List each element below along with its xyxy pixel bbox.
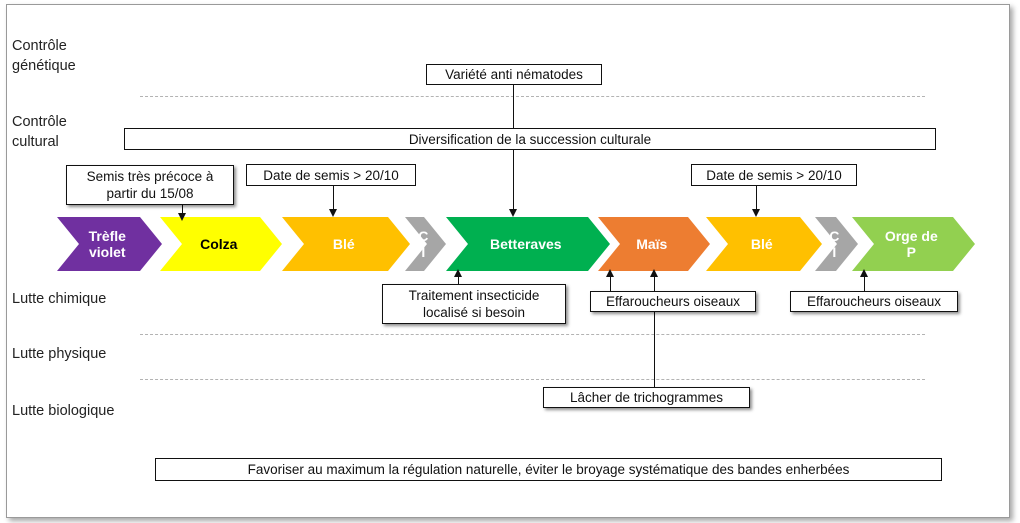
connector-date-semis-ble2 <box>756 186 757 211</box>
chevron-ci-1 <box>405 217 446 271</box>
crop-label-ble-2: Blé <box>750 236 773 252</box>
crop-label-ble-1: Blé <box>332 236 355 252</box>
arrow-down-ble2 <box>752 209 760 217</box>
box-lacher-trichogrammes: Lâcher de trichogrammes <box>543 387 750 408</box>
category-controle-genetique: Contrôle génétique <box>12 38 76 74</box>
chevron-orge-de-p <box>852 217 975 271</box>
arrow-up-betteraves-edge <box>606 269 614 277</box>
chevron-mais <box>598 217 710 271</box>
connector-trichogrammes <box>654 310 655 388</box>
arrow-up-ci <box>454 269 462 277</box>
crop-label-trefle-violet: Trèfle violet <box>88 228 126 260</box>
connector-date-semis-ble1 <box>333 186 334 211</box>
box-effaroucheurs-2: Effaroucheurs oiseaux <box>790 291 958 312</box>
box-effaroucheurs-1: Effaroucheurs oiseaux <box>590 291 756 312</box>
arrow-up-mais <box>650 269 658 277</box>
box-date-semis-2: Date de semis > 20/10 <box>691 164 857 186</box>
box-semis-precoce: Semis très précoce à partir du 15/08 <box>66 165 234 205</box>
connector-effaroucheurs-orge <box>864 276 865 292</box>
crop-label-mais: Maïs <box>636 236 668 252</box>
arrow-down-betteraves <box>509 209 517 217</box>
box-traitement-insecticide: Traitement insecticide localisé si besoi… <box>382 284 566 324</box>
separator-genetique-cultural <box>140 96 925 97</box>
connector-traitement-ci <box>458 276 459 285</box>
category-lutte-chimique: Lutte chimique <box>12 291 107 307</box>
crop-label-ci-2: C I <box>829 228 840 260</box>
crop-label-ci-1: C I <box>418 228 429 260</box>
category-lutte-biologique: Lutte biologique <box>12 403 115 419</box>
chevron-ci-2 <box>815 217 858 271</box>
box-date-semis-1: Date de semis > 20/10 <box>246 164 416 186</box>
connector-effaroucheurs-betteraves <box>610 276 611 292</box>
box-favoriser-regulation: Favoriser au maximum la régulation natur… <box>155 458 942 481</box>
box-variete-anti-nematodes: Variété anti nématodes <box>426 64 602 85</box>
crop-label-betteraves: Betteraves <box>489 236 562 252</box>
connector-semis-colza <box>182 204 183 215</box>
arrow-down-colza <box>178 213 186 221</box>
chevron-ble-1 <box>282 217 410 271</box>
arrow-down-ble1 <box>329 209 337 217</box>
separator-chimique-physique <box>140 334 925 335</box>
crop-label-orge-de-p: Orge de P <box>884 228 938 260</box>
category-lutte-physique: Lutte physique <box>12 346 107 362</box>
chevron-ble-2 <box>706 217 822 271</box>
chevron-trefle-violet <box>57 217 162 271</box>
chevron-betteraves <box>446 217 610 271</box>
box-diversification: Diversification de la succession cultura… <box>124 128 936 150</box>
crop-label-colza: Colza <box>200 236 238 252</box>
connector-effaroucheurs-mais <box>654 276 655 292</box>
arrow-up-orge <box>860 269 868 277</box>
separator-physique-biologique <box>140 379 925 380</box>
category-controle-cultural: Contrôle cultural <box>12 114 67 150</box>
chevron-colza <box>160 217 282 271</box>
